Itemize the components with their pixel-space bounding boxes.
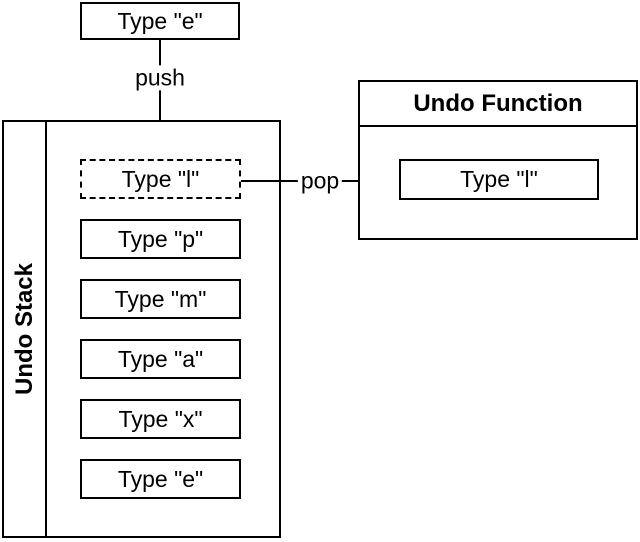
stack-item-top-dashed: Type "l" (80, 159, 241, 199)
undo-function-item-box: Type "l" (399, 159, 599, 200)
stack-item: Type "m" (80, 279, 241, 319)
undo-function-title: Undo Function (413, 89, 583, 117)
undo-stack-title: Undo Stack (11, 262, 38, 396)
stack-item-label: Type "x" (118, 405, 203, 432)
stack-item-label: Type "a" (117, 345, 204, 372)
undo-function-item-label: Type "l" (460, 166, 538, 192)
undo-function-header: Undo Function (360, 82, 636, 127)
stack-item: Type "p" (80, 219, 241, 259)
undo-stack-title-divider (45, 122, 47, 536)
stack-item-label: Type "p" (117, 225, 204, 252)
stack-item: Type "e" (80, 459, 241, 499)
stack-item: Type "x" (80, 399, 241, 439)
pop-arrow-label: pop (297, 168, 343, 194)
stack-item-label: Type "m" (114, 285, 207, 312)
stack-item-label: Type "e" (117, 465, 204, 492)
stack-item-label: Type "l" (121, 165, 200, 192)
input-event-label: Type "e" (117, 7, 203, 34)
stack-item: Type "a" (80, 339, 241, 379)
push-arrow-label: push (132, 65, 188, 91)
input-event-box: Type "e" (80, 2, 240, 40)
